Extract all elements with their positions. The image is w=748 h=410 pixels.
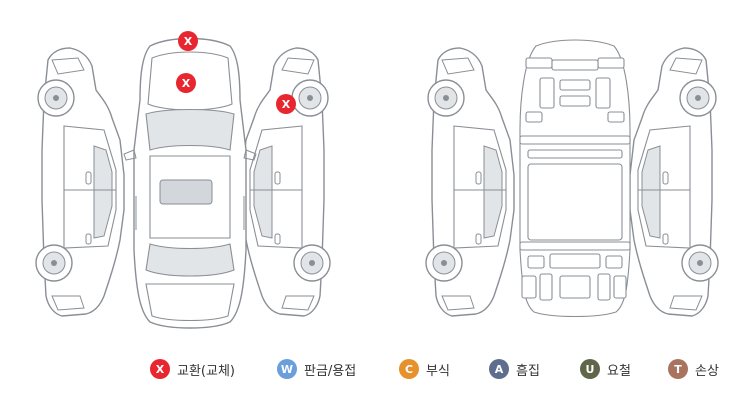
damage-icon: T xyxy=(668,359,688,379)
damage-marker-roof-center[interactable]: X xyxy=(176,73,196,93)
sheet-metal-icon: W xyxy=(277,359,297,379)
car-damage-diagram: X X X xyxy=(35,31,719,329)
legend-item-replace: X 교환(교체) xyxy=(150,352,235,386)
legend-label: 요철 xyxy=(607,363,631,379)
marker-x-icon xyxy=(276,94,296,114)
legend-label: 흠집 xyxy=(516,363,540,379)
marker-code: X xyxy=(282,98,291,111)
scratch-icon: A xyxy=(489,359,509,379)
top-view xyxy=(123,37,257,329)
frame-top-view xyxy=(519,39,631,318)
legend-item-damage: T 손상 xyxy=(668,352,719,386)
frame-left-side-view xyxy=(425,47,515,317)
legend-item-corrosion: C 부식 xyxy=(399,352,450,386)
legend-label: 교환(교체) xyxy=(177,363,235,379)
legend-item-sheet-metal: W 판금/용접 xyxy=(277,352,356,386)
legend-label: 판금/용접 xyxy=(304,363,357,379)
legend-item-dent: U 요철 xyxy=(580,352,631,386)
dent-icon: U xyxy=(580,359,600,379)
corrosion-icon: C xyxy=(399,359,419,379)
marker-code: X xyxy=(184,35,193,48)
marker-code: X xyxy=(182,77,191,90)
legend-label: 손상 xyxy=(695,363,719,379)
marker-x-icon xyxy=(178,31,198,51)
frame-right-side-view xyxy=(629,47,719,317)
marker-x-icon xyxy=(176,73,196,93)
legend-item-scratch: A 흠집 xyxy=(489,352,540,386)
damage-marker-roof-front[interactable]: X xyxy=(178,31,198,51)
legend-label: 부식 xyxy=(426,363,450,379)
damage-legend: X 교환(교체) W 판금/용접 C 부식 A 흠집 U 요철 T 손상 xyxy=(0,352,748,386)
left-side-view xyxy=(35,47,125,317)
right-side-view xyxy=(241,47,331,317)
damage-marker-right-front-fender[interactable]: X xyxy=(276,94,296,114)
replace-icon: X xyxy=(150,359,170,379)
